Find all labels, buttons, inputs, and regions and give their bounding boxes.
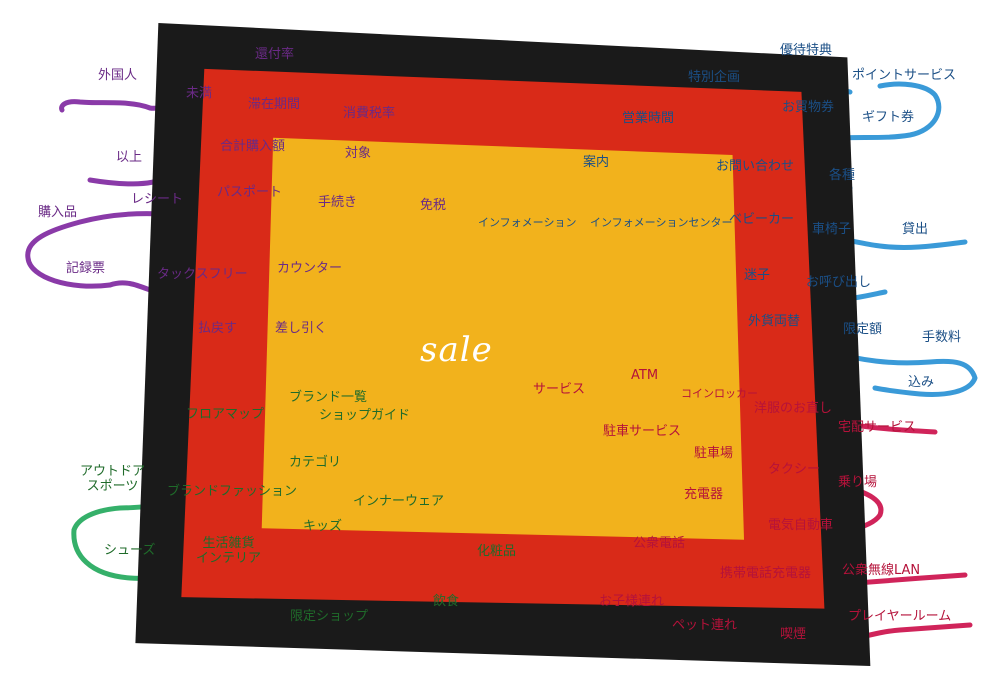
tax-target-label: 対象 [345, 146, 372, 161]
limited-shop-label: 限定ショップ [290, 609, 369, 624]
outdoor-line2: スポーツ [86, 479, 139, 494]
point-service-label: ポイントサービス [852, 68, 957, 83]
guide-label: 案内 [583, 155, 610, 170]
public-phone-label: 公衆電話 [633, 536, 686, 551]
tax-free-label: タックスフリー [157, 267, 248, 282]
paging-label: お呼び出し [806, 275, 872, 290]
smoking-label: 喫煙 [780, 627, 807, 642]
phone-charger-label: 携帯電話充電器 [720, 566, 812, 581]
wheelchair-label: 車椅子 [812, 222, 852, 237]
currency-exchange-label: 外貨両替 [748, 314, 801, 329]
counter-label: カウンター [277, 261, 343, 276]
record-form-label: 記録票 [66, 261, 106, 276]
refund-rate-label: 還付率 [255, 47, 295, 62]
with-pets-label: ペット連れ [672, 618, 738, 633]
included-label: 込み [908, 375, 935, 390]
cosmetics-label: 化粧品 [477, 544, 517, 559]
sale-label: sale [420, 330, 493, 370]
outdoor-sports-label: アウトドア スポーツ [80, 464, 145, 494]
receipt-label: レシート [131, 192, 184, 207]
outdoor-line1: アウトドア [80, 464, 146, 479]
ev-label: 電気自動車 [768, 518, 834, 533]
goods-line1: 生活雑貨 [202, 536, 255, 551]
business-hours-label: 営業時間 [622, 111, 675, 126]
consumption-tax-label: 消費税率 [343, 106, 396, 121]
passport-label: パスポート [217, 185, 283, 200]
brand-list-label: ブランド一覧 [289, 390, 368, 405]
inquiry-label: お問い合わせ [716, 159, 795, 174]
brand-fashion-label: ブランドファッション [167, 484, 298, 499]
atm-label: ATM [631, 368, 659, 383]
purchased-goods-label: 購入品 [38, 205, 78, 220]
floor-map-label: フロアマップ [186, 407, 265, 422]
innerwear-label: インナーウェア [353, 494, 445, 509]
tax-root-label: 免税 [420, 198, 447, 213]
goods-interior-label: 生活雑貨 インテリア [196, 536, 261, 566]
stay-period-label: 滞在期間 [248, 97, 301, 112]
shopping-coupon-label: お買物券 [782, 100, 835, 115]
play-room-label: プレイヤールーム [848, 609, 952, 624]
delivery-label: 宅配サービス [838, 420, 917, 435]
special-event-label: 特別企画 [688, 70, 741, 85]
above-label: 以上 [116, 150, 143, 165]
benefits-label: 優待特典 [780, 43, 833, 58]
lost-child-label: 迷子 [744, 268, 771, 283]
deduct-label: 差し引く [275, 321, 328, 336]
parking-lot-label: 駐車場 [694, 446, 734, 461]
various-label: 各種 [829, 168, 856, 183]
goods-line2: インテリア [196, 551, 262, 566]
rental-label: 貸出 [902, 222, 929, 237]
kids-label: キッズ [303, 519, 343, 534]
coin-locker-label: コインロッカー [681, 387, 758, 400]
tailoring-label: 洋服のお直し [754, 401, 833, 416]
total-purchase-label: 合計購入額 [220, 139, 286, 154]
food-label: 飲食 [433, 594, 460, 609]
foreigner-label: 外国人 [98, 68, 138, 83]
info-center-label: インフォメーションセンター [590, 216, 733, 229]
fee-label: 手数料 [922, 330, 962, 345]
shop-guide-label: ショップガイド [319, 408, 411, 423]
public-lan-label: 公衆無線LAN [842, 563, 921, 578]
limit-label: 限定額 [843, 322, 883, 337]
gift-coupon-label: ギフト券 [862, 110, 915, 125]
service-root-label: サービス [533, 382, 586, 397]
charger-label: 充電器 [684, 487, 724, 502]
minor-label: 未満 [186, 86, 213, 101]
info-root-label: インフォメーション [478, 216, 577, 229]
taxi-label: タクシー [768, 462, 821, 477]
refund-label: 払戻す [198, 321, 238, 336]
taxi-stand-label: 乗り場 [838, 475, 878, 490]
procedure-label: 手続き [318, 195, 358, 210]
category-label: カテゴリ [289, 455, 342, 470]
stroller-label: ベビーカー [729, 212, 795, 227]
with-children-label: お子様連れ [599, 594, 665, 609]
parking-service-label: 駐車サービス [603, 424, 682, 439]
shoes-label: シューズ [104, 543, 156, 558]
